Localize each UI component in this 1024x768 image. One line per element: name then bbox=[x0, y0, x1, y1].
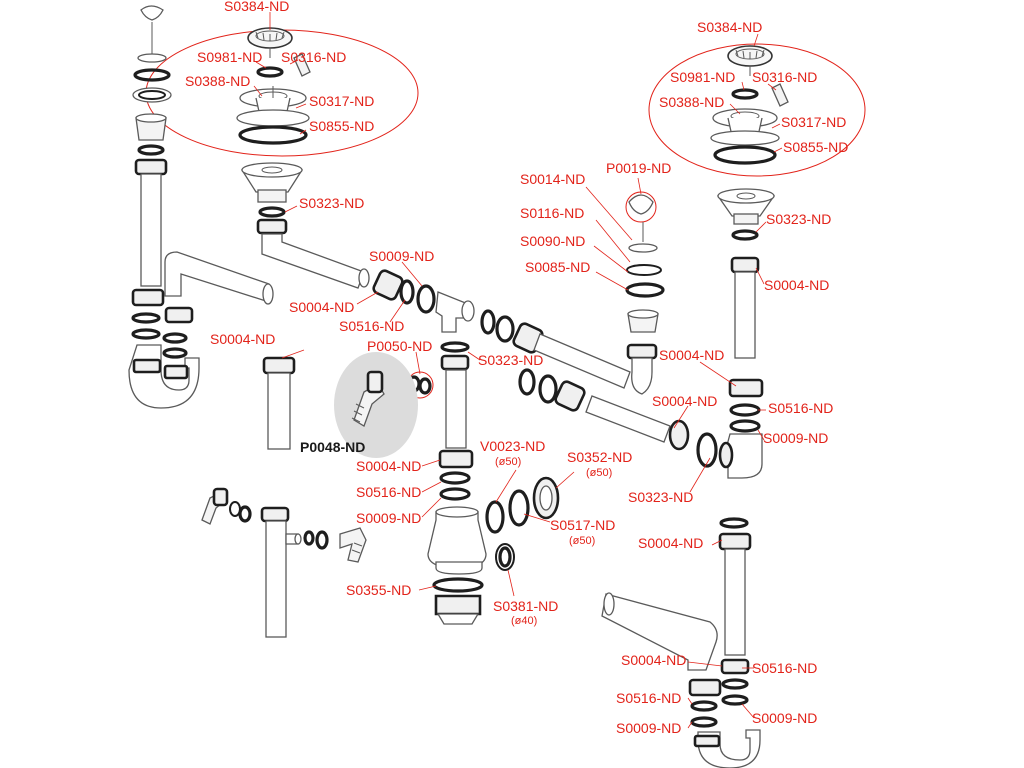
label-s0516-bottom-2: S0516-ND bbox=[616, 690, 681, 706]
label-s0517-size: (ø50) bbox=[569, 535, 595, 547]
centre-tailpiece bbox=[438, 341, 474, 501]
label-s0516-right: S0516-ND bbox=[768, 400, 833, 416]
label-s0323-right-2: S0323-ND bbox=[628, 489, 693, 505]
label-s0323-left: S0323-ND bbox=[299, 195, 364, 211]
label-s0981-left: S0981-ND bbox=[197, 49, 262, 65]
label-s0009-centre: S0009-ND bbox=[369, 248, 434, 264]
label-v0023-size: (ø50) bbox=[495, 456, 521, 468]
label-s0004-lower-right: S0004-ND bbox=[638, 535, 703, 551]
middle-standpipe bbox=[262, 356, 296, 450]
label-s0384-left: S0384-ND bbox=[224, 0, 289, 14]
right-horizontal-pipe bbox=[518, 368, 690, 451]
right-strainer-parts bbox=[710, 45, 789, 165]
left-strainer-parts bbox=[236, 27, 311, 145]
label-s0004-mid-right: S0004-ND bbox=[659, 347, 724, 363]
lower-left-tee-assembly bbox=[201, 487, 367, 638]
label-s0516-centre: S0516-ND bbox=[339, 318, 404, 334]
left-basket-assembly bbox=[132, 5, 172, 287]
leader-lines bbox=[253, 12, 783, 729]
grey-highlight-circle bbox=[334, 352, 418, 458]
part-labels: S0384-ND S0981-ND S0316-ND S0388-ND S031… bbox=[185, 0, 848, 736]
label-s0004-bottom: S0004-ND bbox=[621, 652, 686, 668]
label-s0317-left: S0317-ND bbox=[309, 93, 374, 109]
label-s0381: S0381-ND bbox=[493, 598, 558, 614]
label-s0323-centre: S0323-ND bbox=[478, 352, 543, 368]
label-s0317-right: S0317-ND bbox=[781, 114, 846, 130]
lower-right-assembly bbox=[601, 517, 761, 768]
label-s0014: S0014-ND bbox=[520, 171, 585, 187]
label-s0388-left: S0388-ND bbox=[185, 73, 250, 89]
left-overflow-pipe bbox=[164, 251, 274, 305]
label-p0050: P0050-ND bbox=[367, 338, 432, 354]
label-s0381-size: (ø40) bbox=[511, 615, 537, 627]
label-s0316-right: S0316-ND bbox=[752, 69, 817, 85]
label-s0009-bottom-2: S0009-ND bbox=[752, 710, 817, 726]
label-s0855-left: S0855-ND bbox=[309, 118, 374, 134]
label-s0855-right: S0855-ND bbox=[783, 139, 848, 155]
label-s0323-right: S0323-ND bbox=[766, 211, 831, 227]
label-s0085: S0085-ND bbox=[525, 259, 590, 275]
label-s0004-centre: S0004-ND bbox=[289, 299, 354, 315]
label-s0352-size: (ø50) bbox=[586, 467, 612, 479]
bottle-trap bbox=[427, 476, 560, 625]
label-s0981-right: S0981-ND bbox=[670, 69, 735, 85]
left-trap-parts bbox=[128, 288, 200, 409]
label-s0116: S0116-ND bbox=[520, 205, 584, 221]
label-s0004-mid-right-2: S0004-ND bbox=[652, 393, 717, 409]
label-s0090: S0090-ND bbox=[520, 233, 585, 249]
label-s0004-tail: S0004-ND bbox=[356, 458, 421, 474]
label-s0009-right: S0009-ND bbox=[763, 430, 828, 446]
centre-connection-chain bbox=[372, 269, 631, 389]
label-s0516-tail: S0516-ND bbox=[356, 484, 421, 500]
label-p0048: P0048-ND bbox=[300, 439, 365, 455]
label-s0004-right: S0004-ND bbox=[764, 277, 829, 293]
left-basin-outlet bbox=[241, 162, 370, 289]
right-column-assembly bbox=[696, 188, 775, 479]
label-s0388-right: S0388-ND bbox=[659, 94, 724, 110]
callout-ellipse-right bbox=[648, 43, 866, 177]
label-s0384-right: S0384-ND bbox=[697, 19, 762, 35]
label-s0355: S0355-ND bbox=[346, 582, 411, 598]
overflow-assembly bbox=[625, 191, 665, 395]
label-s0004-standpipe: S0004-ND bbox=[210, 331, 275, 347]
p0048-hose-fitting bbox=[334, 352, 418, 458]
label-p0019: P0019-ND bbox=[606, 160, 671, 176]
label-s0316-left: S0316-ND bbox=[281, 49, 346, 65]
label-s0009-bottom: S0009-ND bbox=[616, 720, 681, 736]
label-s0517: S0517-ND bbox=[550, 517, 615, 533]
label-s0516-bottom: S0516-ND bbox=[752, 660, 817, 676]
label-s0009-tail: S0009-ND bbox=[356, 510, 421, 526]
label-v0023: V0023-ND bbox=[480, 438, 545, 454]
label-s0352: S0352-ND bbox=[567, 449, 632, 465]
